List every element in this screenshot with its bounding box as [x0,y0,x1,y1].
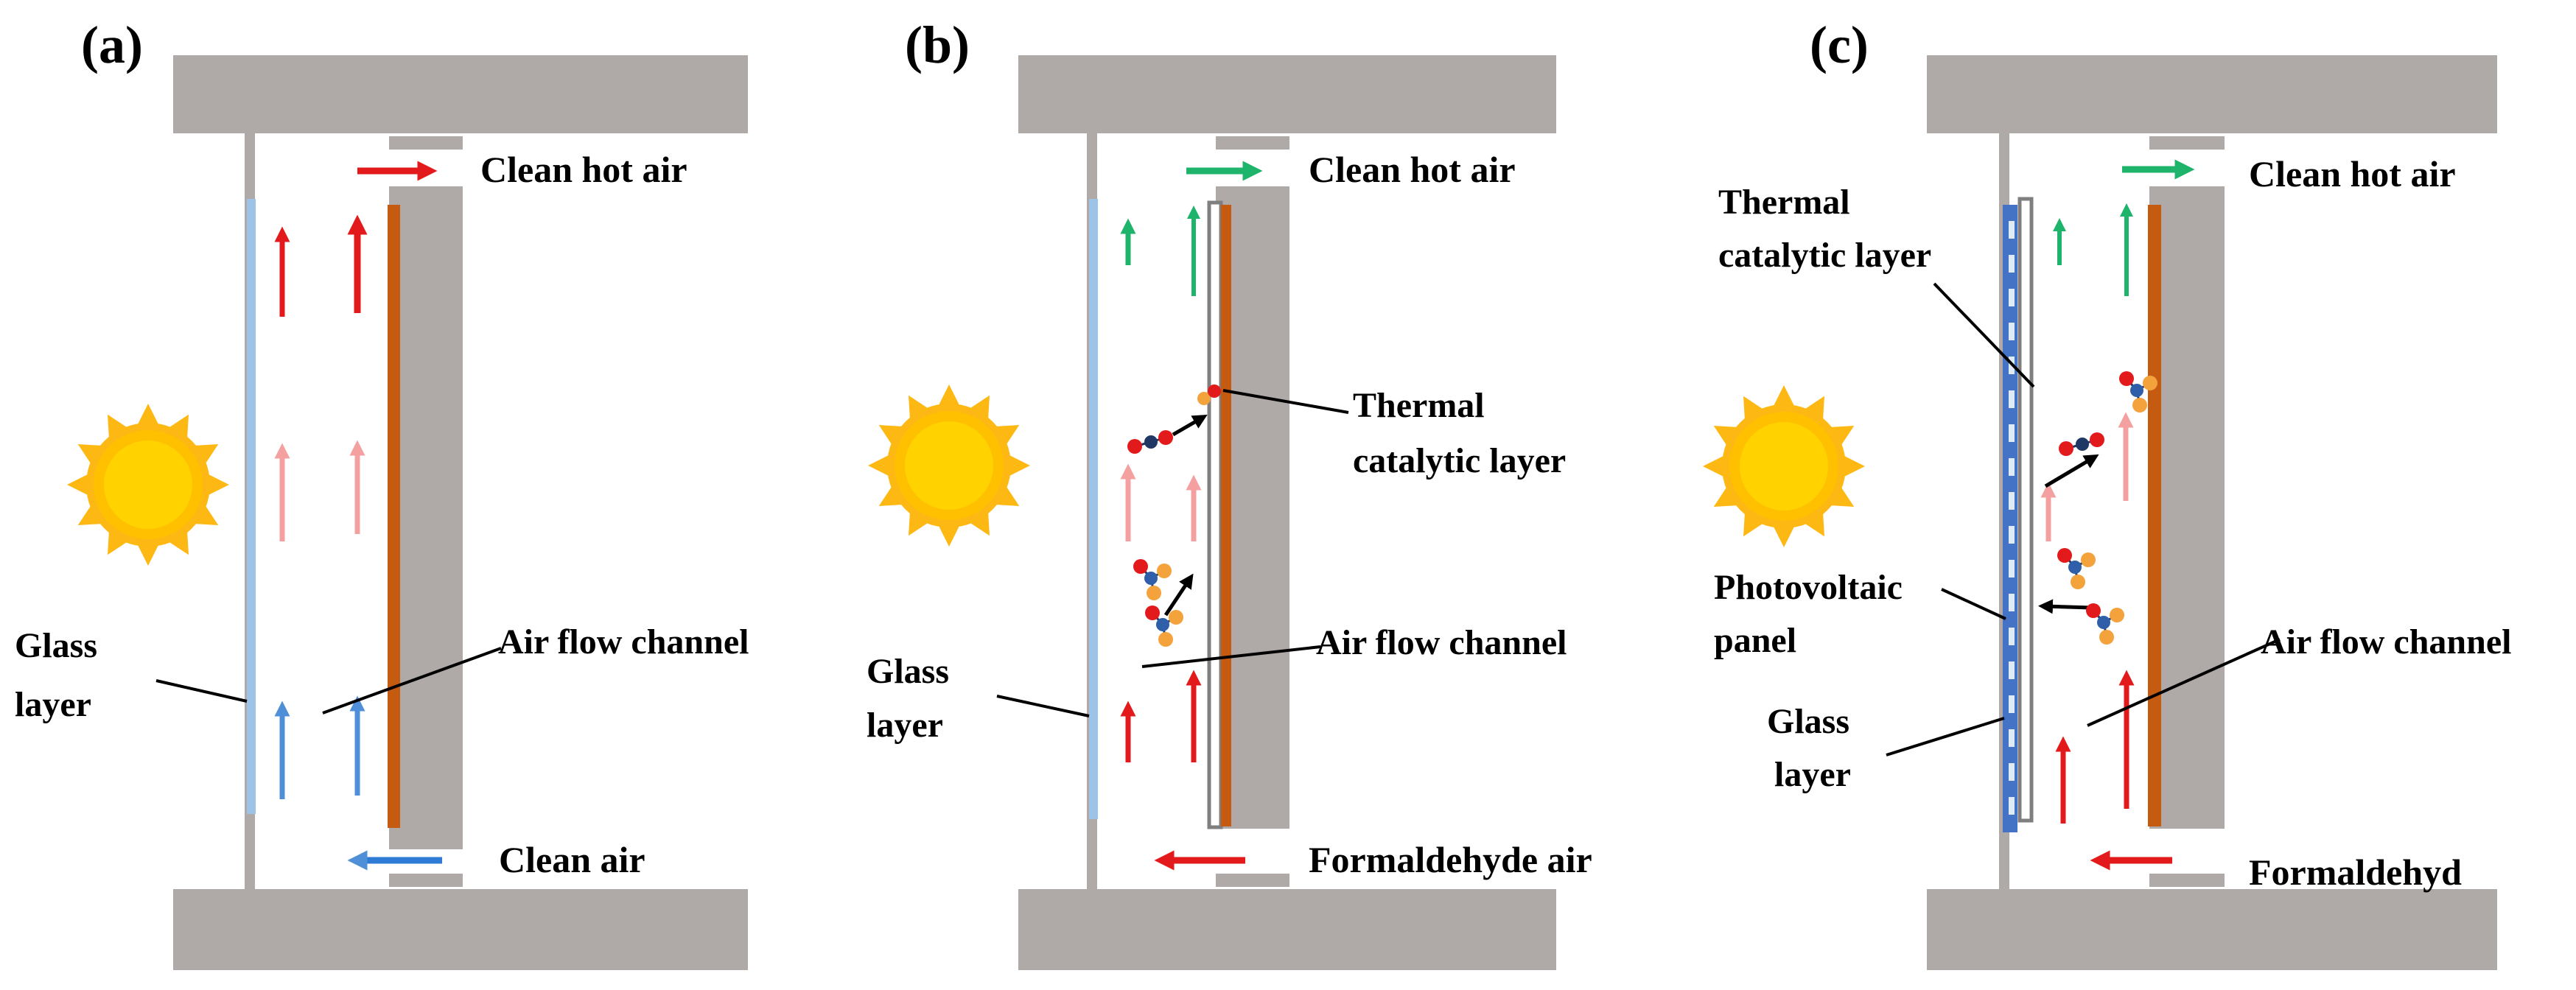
co2-molecule-icon [1126,429,1175,455]
sun-icon [67,404,229,566]
formaldehyde-molecule-icon [1144,604,1185,648]
glass-layer [247,199,256,814]
panel-label-c: (c) [1810,15,1869,74]
glass-label-line2: layer [867,706,943,745]
glass-label-line1: Glass [15,626,97,665]
ceiling-slab [1018,55,1556,133]
wall-top-cap [389,136,463,150]
catalytic-label-line1: Thermal [1718,183,1850,222]
storage-wall [2149,186,2225,829]
channel-label: Air flow channel [1316,623,1567,662]
glass-leader-line [155,679,248,703]
wall-bottom-cap [2149,874,2225,887]
catalytic-layer [2017,197,2034,823]
outlet-label: Clean hot air [2249,153,2456,194]
floor-slab [1927,889,2497,970]
panel-c: (c) [1703,15,2511,970]
inlet-label: Clean air [499,839,645,880]
wall-bottom-cap [1216,874,1289,887]
panel-a: (a) Clean hot air Clean air Glass layer … [15,15,749,970]
storage-wall [389,186,463,849]
reaction-arrow-icon [2044,454,2099,488]
glass-leader-line [996,695,1090,717]
absorber-layer [2148,205,2161,826]
reaction-arrow-icon [2038,599,2092,614]
glass-label-line1: Glass [867,652,949,691]
reaction-arrow-icon [1163,573,1194,617]
channel-label: Air flow channel [2261,622,2511,661]
absorber-layer [1221,205,1231,826]
channel-leader-line [2087,638,2281,727]
outlet-label: Clean hot air [480,149,687,190]
formaldehyde-molecule-icon [2056,547,2097,591]
channel-leader-line [322,647,502,715]
inlet-label: Formaldehyde air [1309,839,1592,880]
glass-layer [1089,199,1098,819]
absorber-layer [388,205,400,828]
wall-bottom-cap [389,874,463,887]
panel-b: (b) Clean hot air Formaldehyde air Therm… [867,15,1592,970]
channel-leader-line [1141,645,1321,668]
pv-label-line2: panel [1714,621,1796,660]
catalytic-layer [1207,200,1223,829]
catalytic-label-line2: catalytic layer [1353,441,1566,480]
glass-label-line2: layer [1774,755,1851,794]
co2-molecule-icon [2057,431,2106,457]
ceiling-slab [173,55,748,133]
floor-slab [173,889,748,970]
glass-label-line2: layer [15,685,91,724]
glass-label-line1: Glass [1767,702,1849,741]
glass-leader-line [1886,717,2005,756]
inlet-label: Formaldehyd [2249,852,2462,893]
ceiling-slab [1927,55,2497,133]
panel-label-a: (a) [81,15,143,74]
pv-label-line1: Photovoltaic [1714,568,1903,607]
floor-slab [1018,889,1556,970]
formaldehyde-molecule-icon [2085,602,2126,646]
wall-top-cap [2149,136,2225,150]
channel-label: Air flow channel [498,622,749,661]
catalytic-label-line2: catalytic layer [1718,236,1931,275]
catalytic-leader-line [1933,282,2035,388]
pv-leader-line [1941,588,2006,620]
panel-label-b: (b) [905,15,970,74]
wall-top-cap [1216,136,1289,150]
outlet-label: Clean hot air [1309,149,1516,190]
photovoltaic-panel [2003,205,2017,832]
sun-icon [868,385,1030,547]
catalytic-label-line1: Thermal [1353,386,1485,425]
reaction-arrow-icon [1172,414,1208,437]
catalytic-leader-line [1222,389,1349,414]
formaldehyde-molecule-icon [1132,558,1173,602]
sun-icon [1703,385,1865,547]
